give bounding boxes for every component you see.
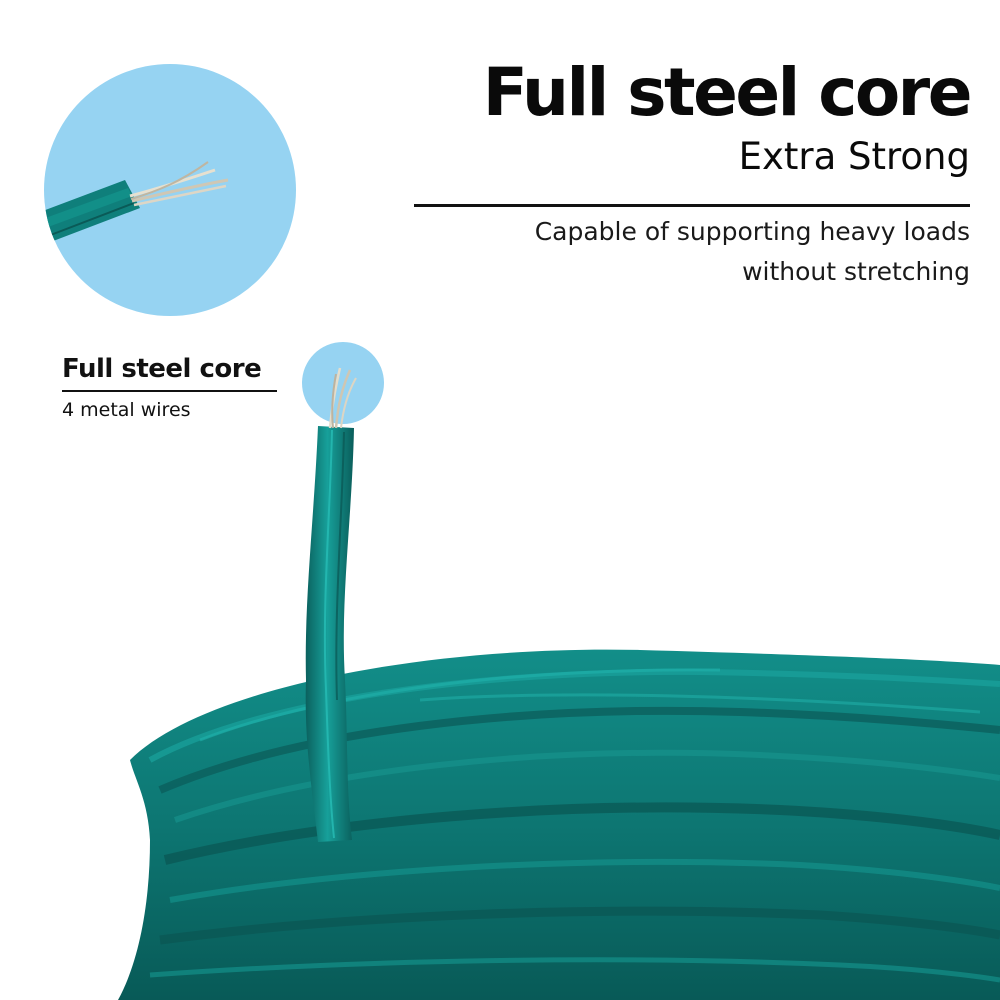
callout-divider bbox=[62, 390, 277, 392]
callout-title: Full steel core bbox=[62, 354, 262, 384]
wire-coil bbox=[118, 649, 1000, 1000]
headline-title: Full steel core bbox=[482, 54, 973, 131]
headline: Full steel core Extra Strong bbox=[482, 52, 973, 180]
tip-badge bbox=[302, 342, 384, 424]
description-line-2: without stretching bbox=[742, 257, 970, 286]
headline-subtitle: Extra Strong bbox=[738, 135, 970, 178]
callout-subtitle: 4 metal wires bbox=[62, 399, 191, 421]
core-callout: Full steel core 4 metal wires bbox=[62, 350, 277, 424]
headline-divider bbox=[414, 204, 970, 207]
zoom-badge bbox=[44, 64, 296, 316]
description: Capable of supporting heavy loads withou… bbox=[535, 212, 970, 292]
description-line-1: Capable of supporting heavy loads bbox=[534, 217, 970, 246]
rising-wire bbox=[305, 367, 357, 842]
